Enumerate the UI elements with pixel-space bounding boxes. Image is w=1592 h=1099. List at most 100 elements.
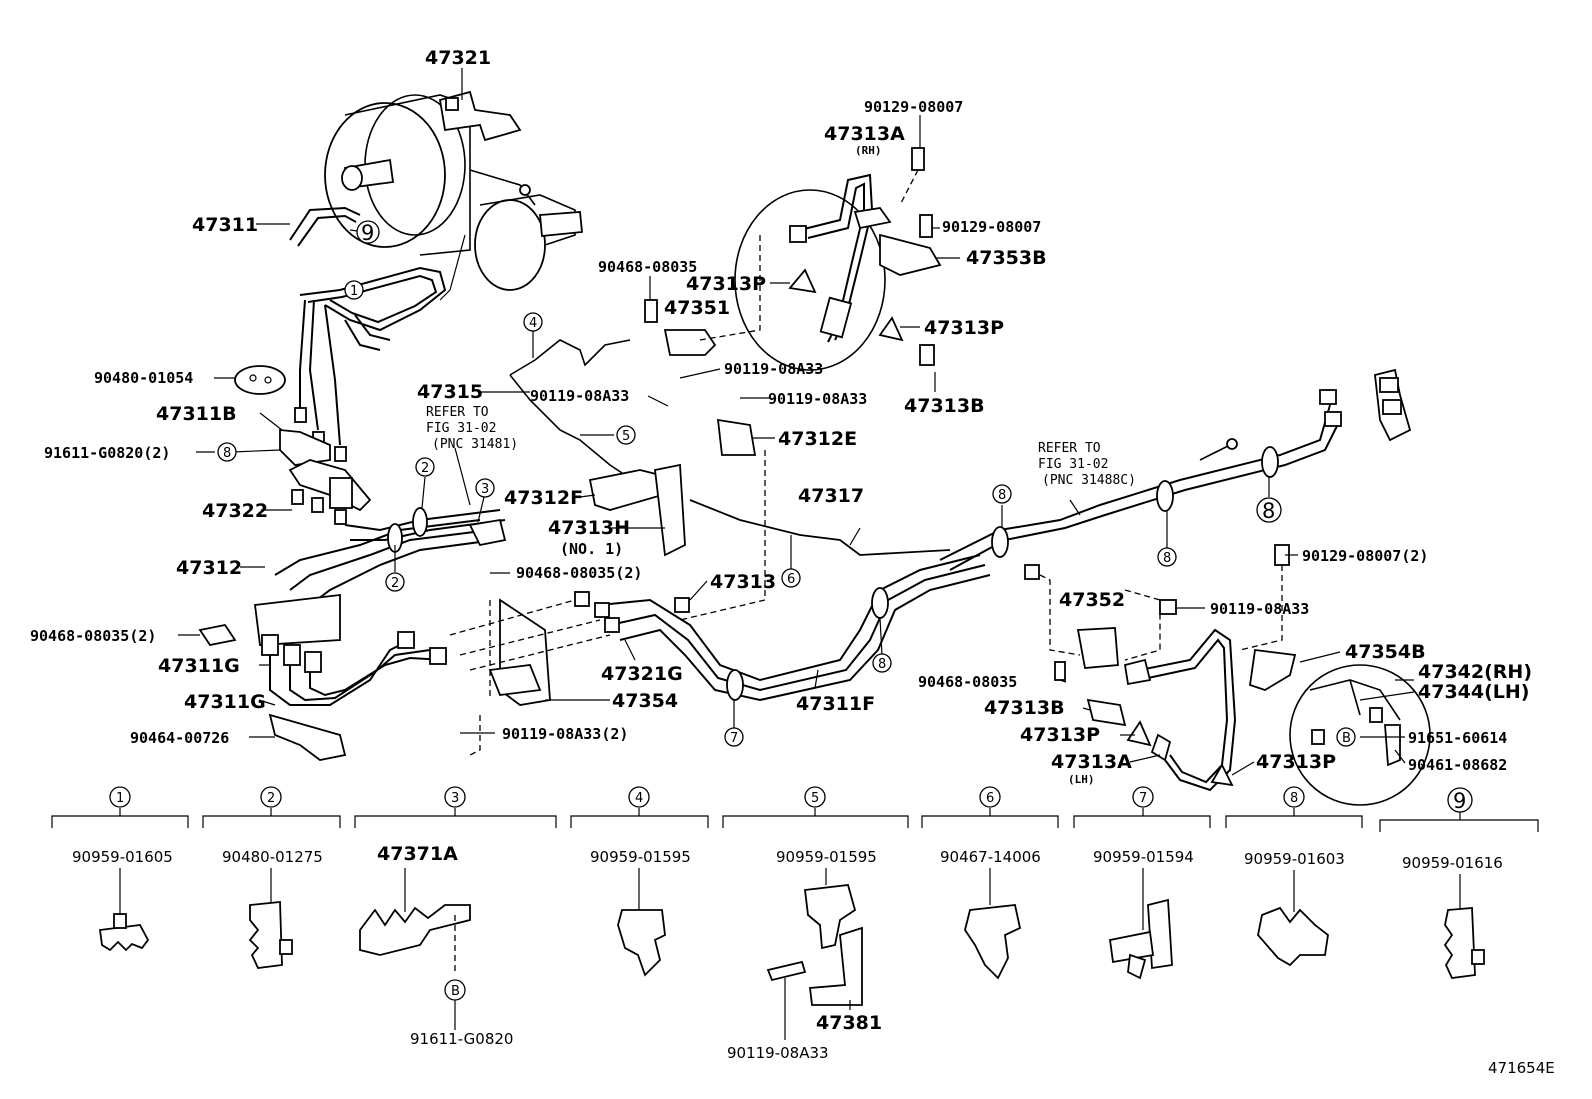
label-90129-08007-top: 90129-08007: [864, 98, 963, 116]
label-47352: 47352: [1059, 589, 1125, 611]
bracket-47311B-drawing: [279, 429, 372, 512]
leader-lines: [178, 68, 1415, 776]
brake-tube-47311G-drawing: [198, 623, 447, 761]
label-47313B-b: 47313B: [984, 697, 1065, 719]
label-47344-lh: 47344(LH): [1418, 681, 1529, 703]
label-refer1-line3: (PNC 31481): [432, 437, 518, 452]
legend-num-3: 3: [451, 791, 459, 806]
label-47313P-a: 47313P: [686, 273, 766, 295]
label-47354B: 47354B: [1345, 641, 1426, 663]
label-47322: 47322: [202, 500, 268, 522]
label-47311B: 47311B: [156, 403, 237, 425]
legend-part-7: 90959-01594: [1093, 848, 1194, 866]
legend-clip-4-drawing: [617, 868, 666, 977]
label-47351: 47351: [664, 297, 730, 319]
callout-7-main: 7: [730, 731, 738, 746]
brake-tube-47311F-drawing: [449, 554, 991, 756]
label-90119-08A33-c: 90119-08A33: [768, 390, 867, 408]
legend-strip: 1 2 3 4 5 6 7 8 9 90959-01605 90480-0127…: [51, 786, 1539, 1062]
label-90461-08682: 90461-08682: [1408, 756, 1507, 774]
legend-part-3: 47371A: [377, 843, 458, 865]
callout-8-left: 8: [223, 446, 231, 461]
callout-1-main: 1: [350, 284, 358, 299]
callout-9-main: 9: [361, 221, 374, 245]
label-refer2-line1: REFER TO: [1038, 441, 1101, 456]
front-brake-rh-drawing: [699, 147, 942, 371]
bracket-47354-drawing: [488, 598, 551, 706]
legend-part-8: 90959-01603: [1244, 850, 1345, 868]
part-labels: 47321 90129-08007 47313A (RH) 90129-0800…: [30, 47, 1532, 786]
label-47312E: 47312E: [778, 428, 857, 450]
label-90464-00726: 90464-00726: [130, 729, 229, 747]
label-47321: 47321: [425, 47, 491, 69]
legend-clip-5-drawing: [766, 868, 863, 1040]
label-47311: 47311: [192, 214, 258, 236]
legend-num-6: 6: [986, 791, 994, 806]
callout-8-lower: 8: [878, 657, 886, 672]
callout-2-upper: 2: [421, 461, 429, 476]
callout-3-main: 3: [481, 482, 489, 497]
label-47321G: 47321G: [601, 663, 683, 685]
label-90119-08A33-a: 90119-08A33: [724, 360, 823, 378]
callout-8-center: 8: [998, 488, 1006, 503]
callout-2-lower: 2: [391, 576, 399, 591]
callout-8-right: 8: [1163, 551, 1171, 566]
label-47311G-a: 47311G: [158, 655, 240, 677]
legend-num-9: 9: [1453, 789, 1466, 813]
brake-tube-47317-drawing: [939, 368, 1412, 571]
legend-clamp-9-drawing: [1443, 874, 1485, 979]
label-47311G-b: 47311G: [184, 691, 266, 713]
legend-num-2: 2: [267, 791, 275, 806]
label-47313: 47313: [710, 571, 776, 593]
label-47311F: 47311F: [796, 693, 875, 715]
rear-backing-plate-drawing: [1289, 664, 1431, 806]
legend-part-9: 90959-01616: [1402, 854, 1503, 872]
callout-8-big: 8: [1262, 499, 1275, 523]
legend-clip-6-drawing: [964, 868, 1022, 980]
label-90119-08A33-b: 90119-08A33: [530, 387, 629, 405]
label-47313A-rh: 47313A: [824, 123, 905, 145]
part-90480-01054-drawing: [234, 365, 286, 395]
legend-clamp-7-drawing: [1108, 868, 1173, 980]
label-90468-08035-2: 90468-08035(2): [516, 564, 642, 582]
bracket-47351-drawing: [644, 299, 717, 356]
label-refer1-line2: FIG 31-02: [426, 421, 496, 436]
fittings-drawing: [291, 97, 459, 525]
label-refer2-line3: (PNC 31488C): [1042, 473, 1136, 488]
brake-tube-47312-drawing: [253, 507, 507, 646]
label-refer1-line1: REFER TO: [426, 405, 489, 420]
label-lh: (LH): [1068, 773, 1095, 786]
brake-tube-47315-drawing: [509, 339, 951, 557]
label-47313P-d: 47313P: [1256, 751, 1336, 773]
legend-part-4: 90959-01595: [590, 848, 691, 866]
label-90468-08035-a: 90468-08035: [598, 258, 697, 276]
label-no1: (NO. 1): [560, 540, 623, 558]
brake-master-cylinder-drawing: [324, 90, 583, 291]
label-90480-01054: 90480-01054: [94, 369, 193, 387]
legend-part-5: 90959-01595: [776, 848, 877, 866]
bracket-47312E-drawing: [679, 418, 766, 621]
diagram-id: 471654E: [1488, 1059, 1555, 1077]
callout-circles: 9 1 4 5 8 2 3 2 6 8 8 8 8 7 B: [217, 220, 1356, 747]
callout-5-main: 5: [622, 429, 630, 444]
label-47313P-b: 47313P: [924, 317, 1004, 339]
legend-clamp-1-drawing: [98, 868, 150, 952]
label-47313H: 47313H: [548, 517, 630, 539]
label-47312F: 47312F: [504, 487, 583, 509]
legend-num-7: 7: [1139, 791, 1147, 806]
label-90468-08035-c: 90468-08035: [918, 673, 1017, 691]
label-47312: 47312: [176, 557, 242, 579]
callout-6-main: 6: [787, 572, 795, 587]
label-rh: (RH): [855, 144, 882, 157]
legend-num-1: 1: [116, 791, 124, 806]
callout-B-main: B: [1342, 731, 1351, 746]
label-90468-08035-2b: 90468-08035(2): [30, 627, 156, 645]
label-47313A-lh: 47313A: [1051, 751, 1132, 773]
label-47354: 47354: [612, 690, 678, 712]
legend-clamp-3-drawing: B: [359, 868, 471, 1030]
label-90119-08A33-d: 90119-08A33: [1210, 600, 1309, 618]
legend-sub-3: 91611-G0820: [410, 1030, 513, 1048]
label-90129-08007-2: 90129-08007(2): [1302, 547, 1428, 565]
label-47315: 47315: [417, 381, 483, 403]
